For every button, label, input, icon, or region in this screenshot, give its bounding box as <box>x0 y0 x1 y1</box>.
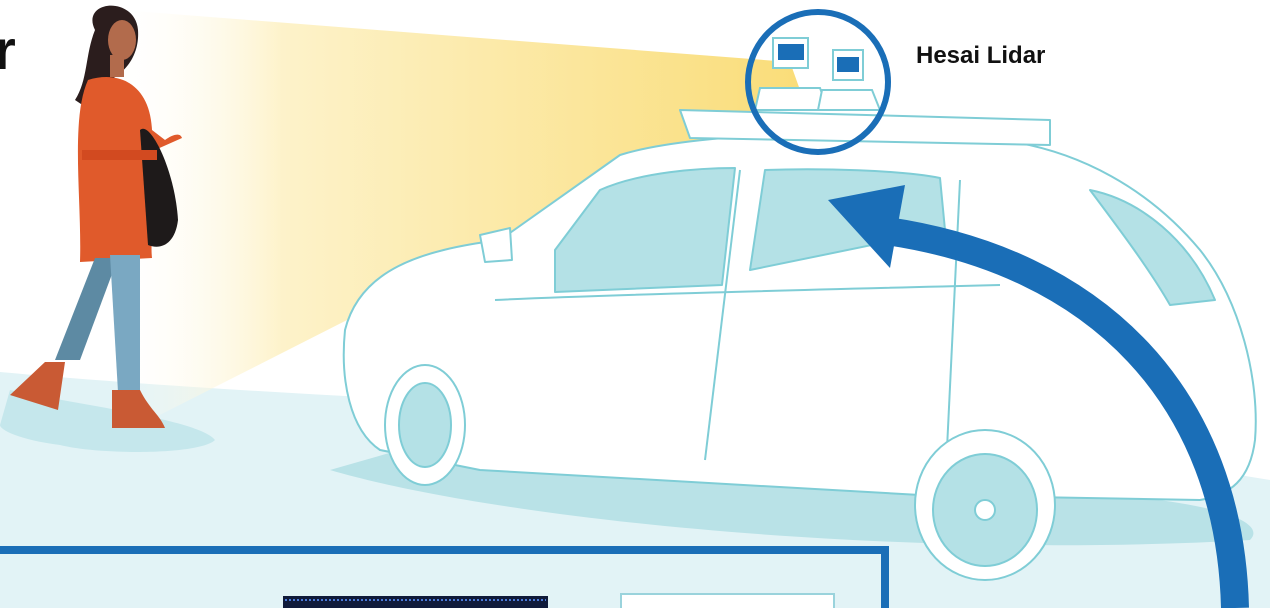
hesai-lidar-label: Hesai Lidar <box>916 42 1045 70</box>
roof-rack <box>680 110 1050 145</box>
leg-back <box>55 258 118 360</box>
light-thumbnail <box>621 594 834 608</box>
lidar-sensor-2 <box>837 57 859 72</box>
lidar-sensor-1 <box>778 44 804 60</box>
dark-thumbnail <box>283 596 548 608</box>
mirror <box>480 228 512 262</box>
